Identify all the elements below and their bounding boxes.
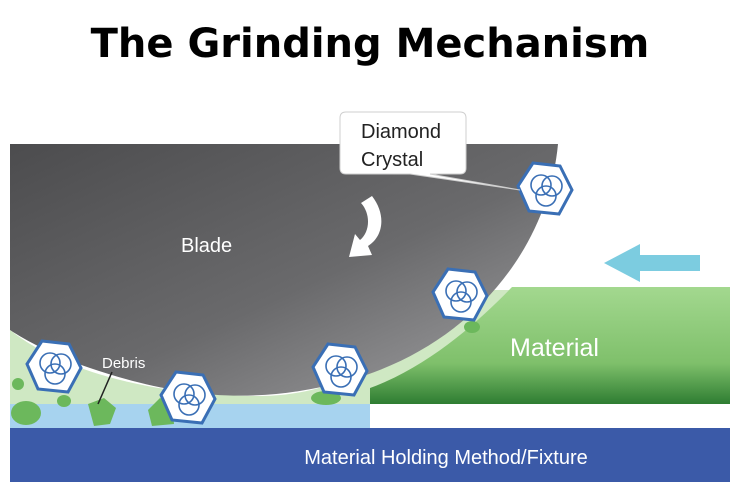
coolant-region [10, 290, 510, 404]
debris-particle [311, 391, 341, 405]
blade-label: Blade [181, 235, 232, 257]
feed-arrow-icon [604, 244, 700, 282]
debris-particle [12, 378, 24, 390]
debris-particle [57, 395, 71, 407]
debris-label: Debris [102, 355, 145, 372]
diamond-callout: Diamond Crystal [339, 111, 521, 191]
diamond-label-line1: Diamond [361, 121, 441, 143]
debris-particle [464, 321, 480, 333]
page-title: The Grinding Mechanism [91, 21, 650, 67]
diamond-label-line2: Crystal [361, 149, 423, 171]
debris-particle [88, 398, 116, 426]
material-block [370, 287, 730, 404]
fixture-label: Material Holding Method/Fixture [304, 447, 587, 469]
material-label: Material [510, 334, 599, 362]
blade [10, 144, 558, 396]
debris-pointer [97, 371, 113, 405]
rotation-arrow-icon [349, 196, 382, 257]
debris-particle [11, 401, 41, 425]
fixture-base [10, 428, 730, 482]
